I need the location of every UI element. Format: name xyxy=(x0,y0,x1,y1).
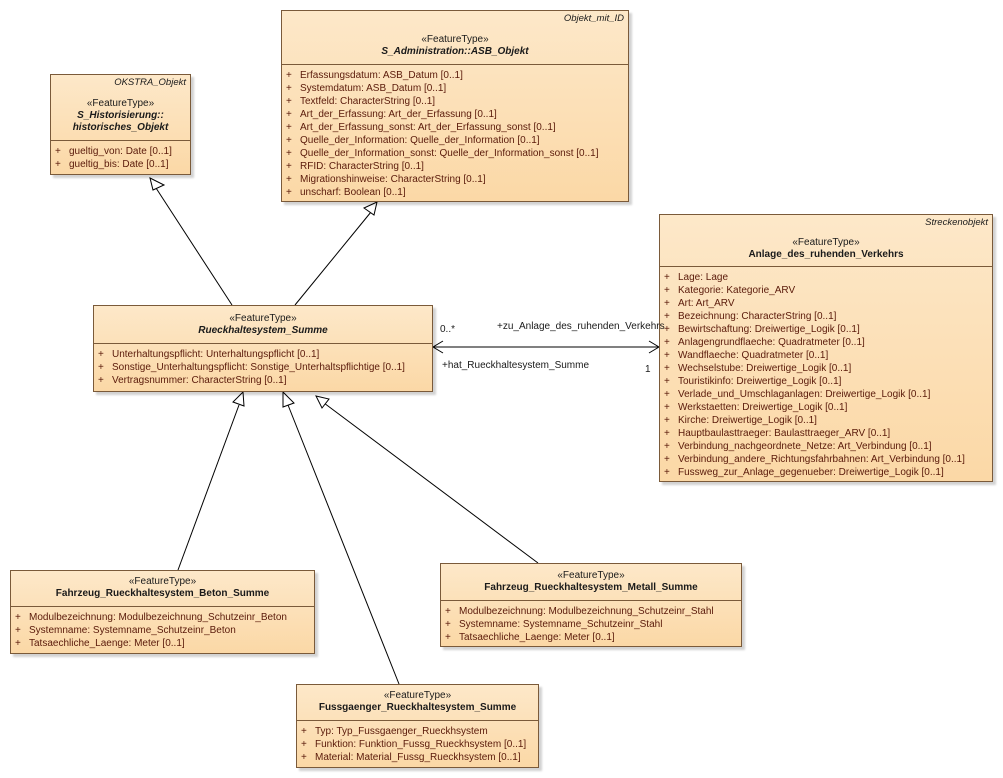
class-header: OKSTRA_Objekt «FeatureType» S_Historisie… xyxy=(51,75,190,141)
attribute-row: +Modulbezeichnung: Modulbezeichnung_Schu… xyxy=(445,606,714,617)
generalization-arrowhead-metall xyxy=(315,395,330,409)
attribute-row: +Sonstige_Unterhaltungspflicht: Sonstige… xyxy=(98,362,405,373)
attribute-row: +Tatsaechliche_Laenge: Meter [0..1] xyxy=(15,638,185,649)
parent-package-label: OKSTRA_Objekt xyxy=(114,77,186,88)
class-name: Fussgaenger_Rueckhaltesystem_Summe xyxy=(318,702,517,713)
attribute-row: +Touristikinfo: Dreiwertige_Logik [0..1] xyxy=(664,376,842,387)
stereotype-label: «FeatureType» xyxy=(229,313,297,324)
attribute-list: +Typ: Typ_Fussgaenger_Rueckhsystem +Funk… xyxy=(297,721,538,766)
class-fussgaenger-rueckhaltesystem-summe[interactable]: «FeatureType» Fussgaenger_Rueckhaltesyst… xyxy=(296,684,539,768)
generalization-line-metall-rueck xyxy=(323,402,539,564)
class-anlage-des-ruhenden-verkehrs[interactable]: Streckenobjekt «FeatureType» Anlage_des_… xyxy=(659,214,993,482)
attribute-list: +Erfassungsdatum: ASB_Datum [0..1] +Syst… xyxy=(282,65,628,201)
attribute-row: +unscharf: Boolean [0..1] xyxy=(286,187,406,198)
attribute-list: +Modulbezeichnung: Modulbezeichnung_Schu… xyxy=(441,601,741,646)
attribute-row: +Vertragsnummer: CharacterString [0..1] xyxy=(98,375,287,386)
class-name: S_Administration::ASB_Objekt xyxy=(381,46,529,57)
attribute-row: +Systemname: Systemname_Schutzeinr_Stahl xyxy=(445,619,663,630)
attribute-row: +Fussweg_zur_Anlage_gegenueber: Dreiwert… xyxy=(664,467,944,478)
attribute-list: +Unterhaltungspflicht: Unterhaltungspfli… xyxy=(94,344,432,389)
class-header: «FeatureType» Rueckhaltesystem_Summe xyxy=(94,306,432,344)
attribute-row: +Systemname: Systemname_Schutzeinr_Beton xyxy=(15,625,236,636)
association-arrowhead-rueck xyxy=(432,340,444,354)
attribute-row: +gueltig_bis: Date [0..1] xyxy=(55,159,169,170)
attribute-list: +Modulbezeichnung: Modulbezeichnung_Schu… xyxy=(11,607,314,652)
class-header: Objekt_mit_ID «FeatureType» S_Administra… xyxy=(282,11,628,65)
attribute-row: +Kategorie: Kategorie_ARV xyxy=(664,285,796,296)
attribute-row: +Kirche: Dreiwertige_Logik [0..1] xyxy=(664,415,817,426)
attribute-row: +Erfassungsdatum: ASB_Datum [0..1] xyxy=(286,70,463,81)
attribute-row: +Bezeichnung: CharacterString [0..1] xyxy=(664,311,837,322)
attribute-row: +Modulbezeichnung: Modulbezeichnung_Schu… xyxy=(15,612,287,623)
stereotype-label: «FeatureType» xyxy=(128,576,197,587)
association-role-to-anlage: +zu_Anlage_des_ruhenden_Verkehrs xyxy=(497,321,665,332)
generalization-arrowhead-asb xyxy=(363,201,378,216)
class-fahrzeug-rueckhaltesystem-beton-summe[interactable]: «FeatureType» Fahrzeug_Rueckhaltesystem_… xyxy=(10,570,315,654)
attribute-row: +Art_der_Erfassung_sonst: Art_der_Erfass… xyxy=(286,122,556,133)
attribute-row: +Quelle_der_Information_sonst: Quelle_de… xyxy=(286,148,599,159)
association-multiplicity-rueck: 0..* xyxy=(440,324,456,335)
stereotype-label: «FeatureType» xyxy=(383,690,452,701)
class-asb-objekt[interactable]: Objekt_mit_ID «FeatureType» S_Administra… xyxy=(281,10,629,202)
class-header: «FeatureType» Fahrzeug_Rueckhaltesystem_… xyxy=(441,564,741,601)
generalization-arrowhead-beton xyxy=(232,390,245,407)
class-rueckhaltesystem-summe[interactable]: «FeatureType» Rueckhaltesystem_Summe +Un… xyxy=(93,305,433,392)
attribute-row: +RFID: CharacterString [0..1] xyxy=(286,161,424,172)
class-header: «FeatureType» Fussgaenger_Rueckhaltesyst… xyxy=(297,685,538,721)
generalization-arrowhead-fuss xyxy=(282,390,295,408)
generalization-line-fuss-rueck xyxy=(287,404,400,685)
class-header: Streckenobjekt «FeatureType» Anlage_des_… xyxy=(660,215,992,267)
generalization-line-beton-rueck xyxy=(177,404,240,571)
class-name: historisches_Objekt xyxy=(72,122,169,133)
attribute-row: +Werkstaetten: Dreiwertige_Logik [0..1] xyxy=(664,402,848,413)
attribute-row: +Bewirtschaftung: Dreiwertige_Logik [0..… xyxy=(664,324,860,335)
attribute-row: +gueltig_von: Date [0..1] xyxy=(55,146,172,157)
association-role-to-rueck: +hat_Rueckhaltesystem_Summe xyxy=(442,360,590,371)
attribute-row: +Wandflaeche: Quadratmeter [0..1] xyxy=(664,350,829,361)
attribute-row: +Material: Material_Fussg_Rueckhsystem [… xyxy=(301,752,521,763)
stereotype-label: «FeatureType» xyxy=(86,98,155,109)
class-historisches-objekt[interactable]: OKSTRA_Objekt «FeatureType» S_Historisie… xyxy=(50,74,191,175)
attribute-row: +Hauptbaulasttraeger: Baulasttraeger_ARV… xyxy=(664,428,891,439)
class-name: Anlage_des_ruhenden_Verkehrs xyxy=(748,249,904,260)
attribute-row: +Funktion: Funktion_Fussg_Rueckhsystem [… xyxy=(301,739,527,750)
attribute-row: +Systemdatum: ASB_Datum [0..1] xyxy=(286,83,447,94)
class-name: Fahrzeug_Rueckhaltesystem_Beton_Summe xyxy=(55,588,270,599)
attribute-row: +Unterhaltungspflicht: Unterhaltungspfli… xyxy=(98,349,320,360)
attribute-row: +Migrationshinweise: CharacterString [0.… xyxy=(286,174,486,185)
attribute-row: +Art_der_Erfassung: Art_der_Erfassung [0… xyxy=(286,109,497,120)
attribute-list: +gueltig_von: Date [0..1] +gueltig_bis: … xyxy=(51,141,190,173)
class-name: S_Historisierung:: xyxy=(77,110,164,121)
stereotype-label: «FeatureType» xyxy=(421,34,489,45)
attribute-row: +Typ: Typ_Fussgaenger_Rueckhsystem xyxy=(301,726,488,737)
class-fahrzeug-rueckhaltesystem-metall-summe[interactable]: «FeatureType» Fahrzeug_Rueckhaltesystem_… xyxy=(440,563,742,647)
stereotype-label: «FeatureType» xyxy=(792,237,860,248)
class-name: Rueckhaltesystem_Summe xyxy=(198,325,328,336)
attribute-row: +Anlagengrundflaeche: Quadratmeter [0..1… xyxy=(664,337,865,348)
attribute-row: +Verlade_und_Umschlaganlagen: Dreiwertig… xyxy=(664,389,931,400)
attribute-row: +Tatsaechliche_Laenge: Meter [0..1] xyxy=(445,632,615,643)
attribute-row: +Verbindung_nachgeordnete_Netze: Art_Ver… xyxy=(664,441,932,452)
parent-package-label: Streckenobjekt xyxy=(925,217,988,228)
generalization-line-rueck-okstra xyxy=(155,187,233,306)
parent-package-label: Objekt_mit_ID xyxy=(563,13,624,24)
attribute-row: +Textfeld: CharacterString [0..1] xyxy=(286,96,436,107)
stereotype-label: «FeatureType» xyxy=(557,570,625,581)
attribute-row: +Lage: Lage xyxy=(664,272,729,283)
association-multiplicity-anlage: 1 xyxy=(645,364,651,375)
generalization-arrowhead-okstra xyxy=(149,177,166,191)
generalization-line-rueck-asb xyxy=(294,211,372,306)
attribute-row: +Wechselstube: Dreiwertige_Logik [0..1] xyxy=(664,363,852,374)
attribute-row: +Quelle_der_Information: Quelle_der_Info… xyxy=(286,135,540,146)
attribute-row: +Verbindung_andere_Richtungsfahrbahnen: … xyxy=(664,454,965,465)
class-name: Fahrzeug_Rueckhaltesystem_Metall_Summe xyxy=(484,582,698,593)
class-header: «FeatureType» Fahrzeug_Rueckhaltesystem_… xyxy=(11,571,314,607)
attribute-row: +Art: Art_ARV xyxy=(664,298,735,309)
attribute-list: +Lage: Lage +Kategorie: Kategorie_ARV +A… xyxy=(660,267,992,481)
